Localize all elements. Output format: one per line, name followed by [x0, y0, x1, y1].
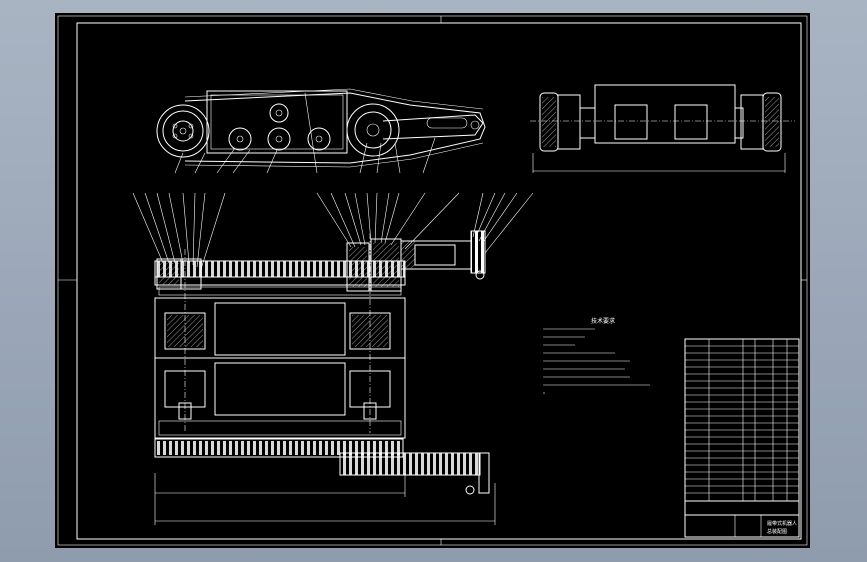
inner-border [76, 22, 802, 540]
notes-heading: 技术要求 [591, 317, 615, 325]
outer-border [57, 15, 808, 546]
drawing-viewport[interactable]: 技术要求 履带式机器人 总装配图 [55, 13, 810, 548]
title-block: 履带式机器人 总装配图 [684, 338, 800, 538]
track-side-view [156, 88, 486, 174]
technical-notes: 技术要求 [543, 317, 650, 394]
drawing-name: 履带式机器人 [767, 520, 797, 527]
part-number: 总装配图 [767, 528, 787, 535]
chassis-top-view [530, 84, 795, 173]
cad-drawing: 技术要求 履带式机器人 总装配图 [57, 15, 808, 546]
main-assembly-view [132, 192, 534, 525]
